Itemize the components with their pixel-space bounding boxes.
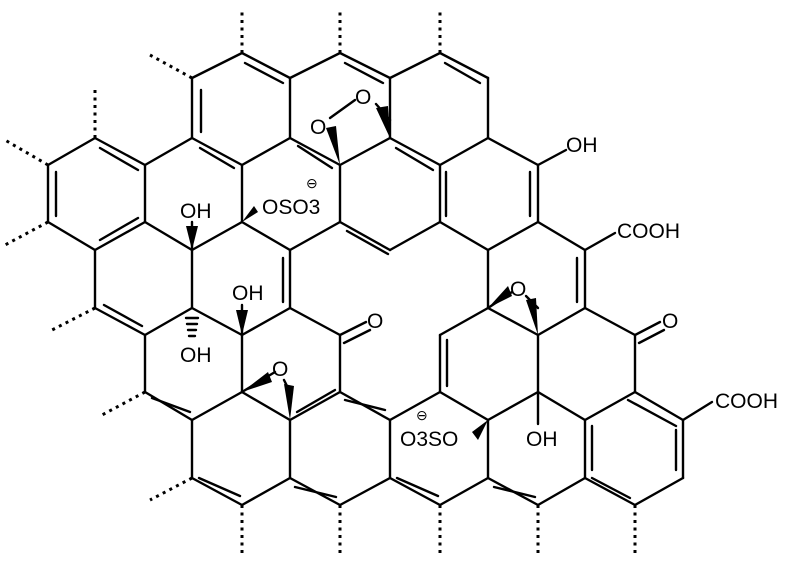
hashed-bond [184, 316, 200, 338]
charge-upper: ⊖ [306, 175, 318, 191]
label-cooh-lower: COOH [715, 390, 778, 413]
label-oh-center-low: OH [180, 344, 212, 367]
label-oh-top-right: OH [566, 134, 598, 157]
label-sulfonate-upper: OSO3 [262, 196, 320, 219]
label-oh-center-mid: OH [232, 282, 264, 305]
charge-lower: ⊖ [416, 407, 428, 423]
label-ketone-center: O [367, 310, 383, 333]
label-cooh-upper: COOH [617, 220, 680, 243]
double-bonds [54, 61, 678, 500]
stereo-wedges [186, 106, 538, 440]
label-peroxide-o2: O [355, 86, 371, 109]
label-ketone-right: O [662, 310, 678, 333]
label-oh-center-top: OH [180, 200, 212, 223]
ring-skeleton [46, 51, 685, 507]
label-epoxide-right: O [510, 278, 526, 301]
label-oh-bottom: OH [526, 428, 558, 451]
edge-bonds [4, 8, 637, 555]
label-sulfonate-lower: O3SO [400, 428, 458, 451]
label-peroxide-o1: O [310, 116, 326, 139]
label-epoxide-left: O [272, 358, 288, 381]
